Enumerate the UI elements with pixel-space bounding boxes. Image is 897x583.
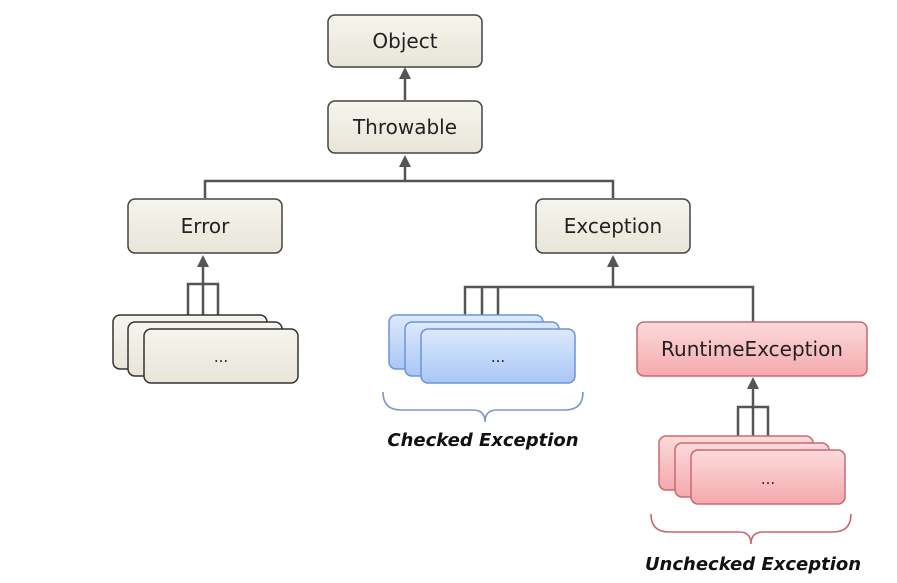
arrowhead-error bbox=[197, 255, 209, 267]
arrowheads bbox=[197, 67, 759, 389]
node-exception-label: Exception bbox=[564, 214, 662, 238]
unchecked-exception-label: Unchecked Exception bbox=[645, 554, 861, 575]
connector-checked-subclasses bbox=[463, 285, 755, 322]
arrowhead-runtime-exception bbox=[747, 377, 759, 389]
checked-subclass-ellipsis: ... bbox=[491, 348, 505, 366]
node-object: Object bbox=[327, 14, 483, 68]
checked-brace bbox=[382, 391, 584, 423]
node-runtime-exception: RuntimeException bbox=[636, 321, 868, 377]
error-subclass-stack: ... bbox=[112, 314, 299, 384]
arrowhead-object bbox=[399, 67, 411, 79]
error-subclass-ellipsis: ... bbox=[214, 348, 228, 366]
checked-subclass-stack: ... bbox=[388, 314, 576, 384]
unchecked-subclass-ellipsis: ... bbox=[761, 470, 775, 488]
node-exception: Exception bbox=[535, 198, 691, 254]
arrowhead-throwable bbox=[399, 155, 411, 167]
node-runtime-exception-label: RuntimeException bbox=[661, 337, 843, 361]
node-error: Error bbox=[127, 198, 283, 254]
node-object-label: Object bbox=[372, 29, 437, 53]
node-error-label: Error bbox=[181, 214, 231, 238]
connector-error-exception-throwable bbox=[203, 179, 615, 198]
node-throwable: Throwable bbox=[327, 100, 483, 154]
node-throwable-label: Throwable bbox=[352, 115, 457, 139]
checked-exception-label: Checked Exception bbox=[387, 430, 578, 451]
unchecked-subclass-stack: ... bbox=[658, 435, 846, 505]
arrowhead-exception bbox=[607, 255, 619, 267]
unchecked-brace bbox=[650, 513, 852, 545]
